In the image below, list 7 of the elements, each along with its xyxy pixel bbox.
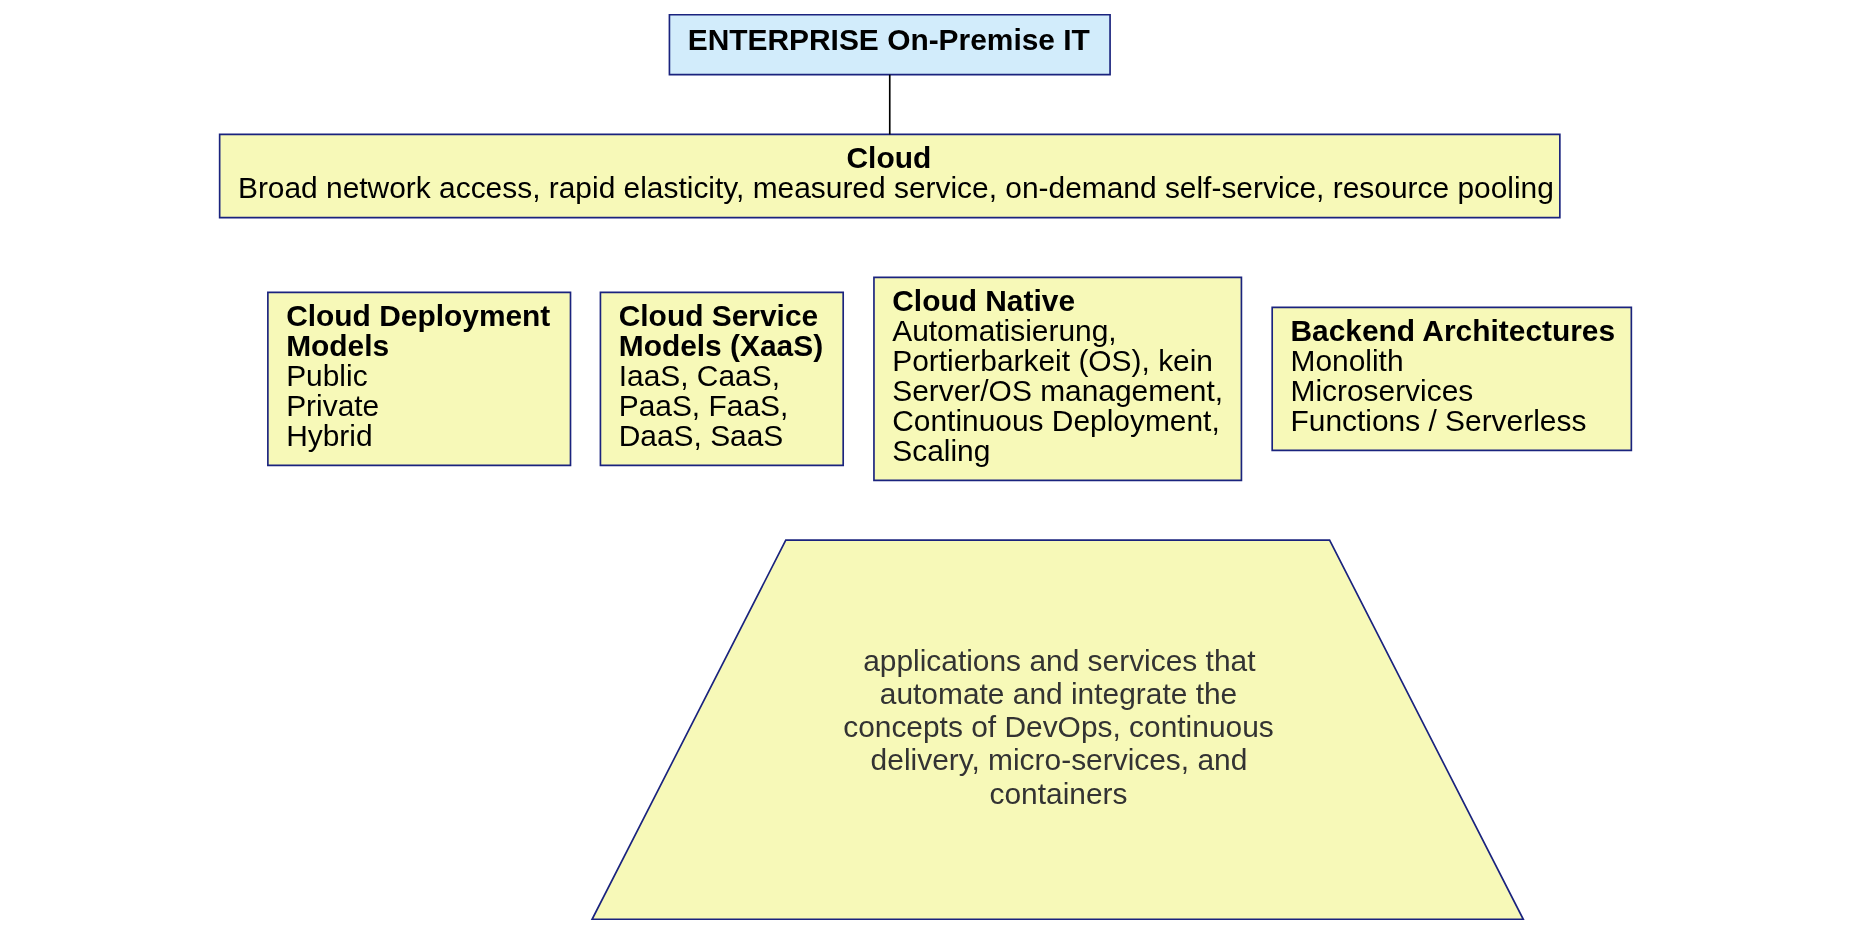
node-box: ENTERPRISE On-Premise IT xyxy=(668,13,1111,76)
node-box: Cloud Broad network access, rapid elasticity, measured service, on-demand self-service, resource pooling xyxy=(218,133,1561,219)
node-box: Cloud Native Automatisierung, Portierbarkeit (OS), kein Server/OS management, Continuous Deployment, Scaling xyxy=(873,276,1243,482)
node-box: Cloud Deployment Models Public Private Hybrid xyxy=(267,291,572,467)
node-box: Backend Architectures Monolith Microservices Functions / Serverless xyxy=(1271,306,1633,452)
connector xyxy=(888,73,891,136)
node-box: Cloud Service Models (XaaS) IaaS, CaaS, PaaS, FaaS, DaaS, SaaS xyxy=(599,291,845,467)
